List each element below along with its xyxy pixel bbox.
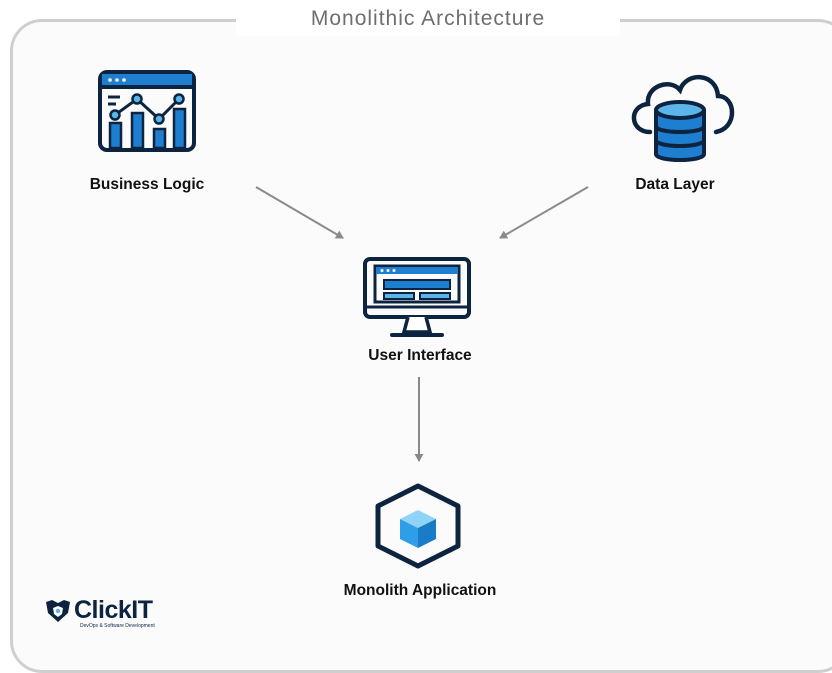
cloud-database-icon	[631, 74, 735, 162]
connector-arrows	[255, 186, 589, 462]
shield-logo-icon	[46, 600, 70, 622]
arrow-business-to-ui	[255, 186, 344, 239]
business-logic-label: Business Logic	[89, 176, 205, 193]
data-layer-label: Data Layer	[635, 176, 715, 193]
diagram-title: Monolithic Architecture	[236, 2, 620, 36]
arrow-data-to-ui	[499, 186, 589, 239]
cube-icon	[375, 483, 461, 569]
logo-tagline: DevOps & Software Development	[80, 623, 155, 629]
monolith-application-label: Monolith Application	[343, 582, 497, 599]
monitor-icon	[363, 257, 471, 337]
clickit-logo: ClickIT DevOps & Software Development	[44, 596, 184, 637]
logo-wordmark: ClickIT	[74, 596, 153, 624]
analytics-dashboard-icon	[98, 70, 196, 152]
user-interface-label: User Interface	[368, 347, 472, 364]
